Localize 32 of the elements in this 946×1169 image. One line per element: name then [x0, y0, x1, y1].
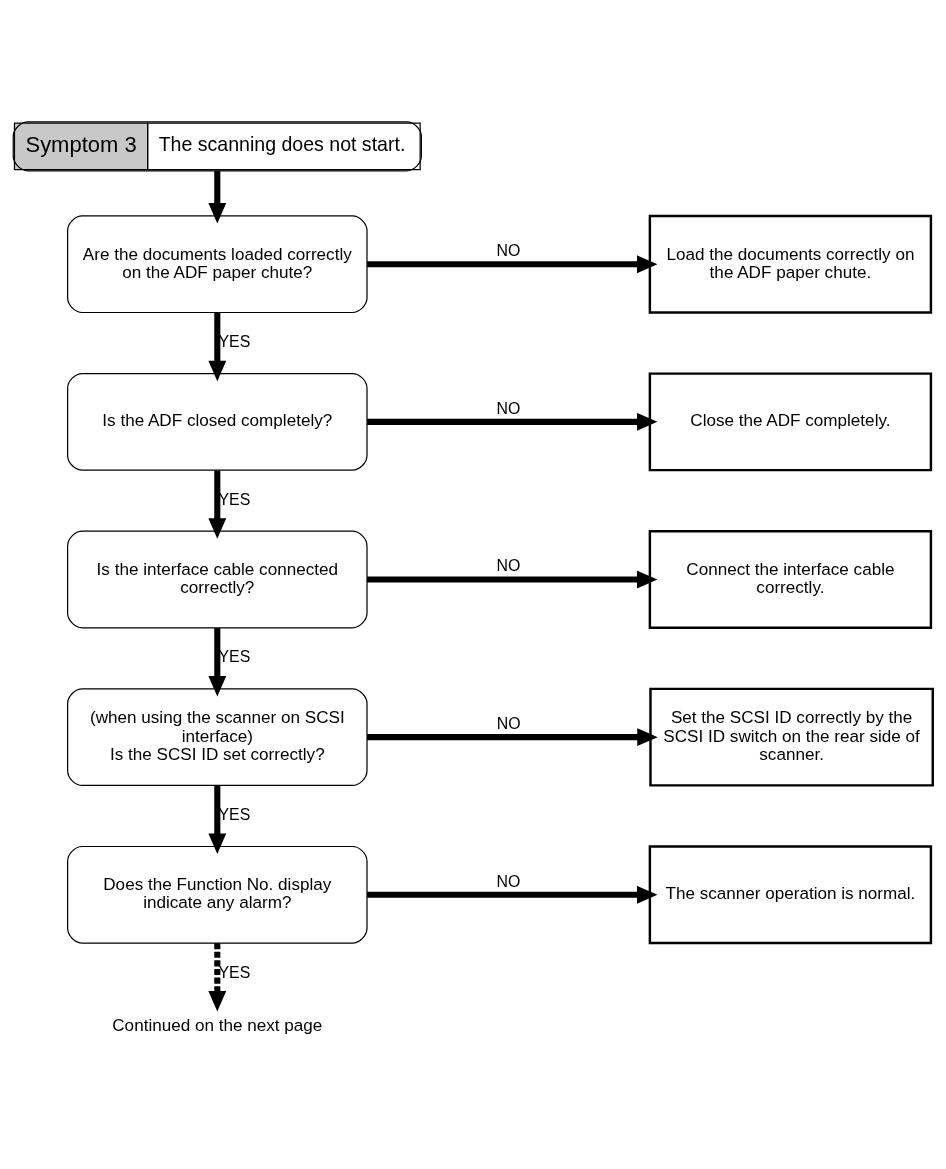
- edge-label: YES: [218, 805, 251, 823]
- arrow: [208, 170, 227, 223]
- edge-label: NO: [496, 241, 521, 259]
- node-box: Set the SCSI ID correctly by the SCSI ID switch on the rear side of scanner.: [649, 687, 934, 787]
- node-box: Does the Function No. display indicate any alarm?: [67, 845, 368, 944]
- arrow: [367, 727, 658, 746]
- edge-label: YES: [218, 647, 251, 665]
- node-box: Close the ADF completely.: [648, 371, 933, 471]
- node-text: Continued on the next page: [112, 1015, 323, 1035]
- edge-label: YES: [218, 490, 251, 508]
- arrow: [208, 470, 227, 539]
- arrow: [208, 312, 227, 381]
- arrow: [208, 627, 227, 696]
- arrow: [208, 942, 227, 1012]
- edge-label: NO: [496, 399, 521, 417]
- node-box: Is the interface cable connected correctly?: [67, 530, 368, 628]
- node-box: Is the ADF closed completely?: [67, 372, 368, 471]
- arrow: [367, 412, 658, 431]
- edge-label: YES: [218, 963, 251, 981]
- node-box: Connect the interface cable correctly.: [648, 529, 933, 629]
- node-box: The scanner operation is normal.: [648, 844, 933, 944]
- edge-label: NO: [496, 872, 521, 890]
- node-box: (when using the scanner on SCSI interface) Is the SCSI ID set correctly?: [67, 687, 368, 786]
- arrow: [208, 785, 227, 854]
- edge-label: NO: [496, 714, 521, 732]
- arrow: [367, 570, 658, 588]
- arrow: [367, 885, 658, 904]
- edge-label: YES: [218, 332, 251, 350]
- edge-label: NO: [496, 556, 521, 574]
- node-box: Are the documents loaded correctly on the ADF paper chute?: [67, 214, 368, 313]
- node-box: Load the documents correctly on the ADF paper chute.: [648, 214, 933, 314]
- arrow: [367, 254, 658, 273]
